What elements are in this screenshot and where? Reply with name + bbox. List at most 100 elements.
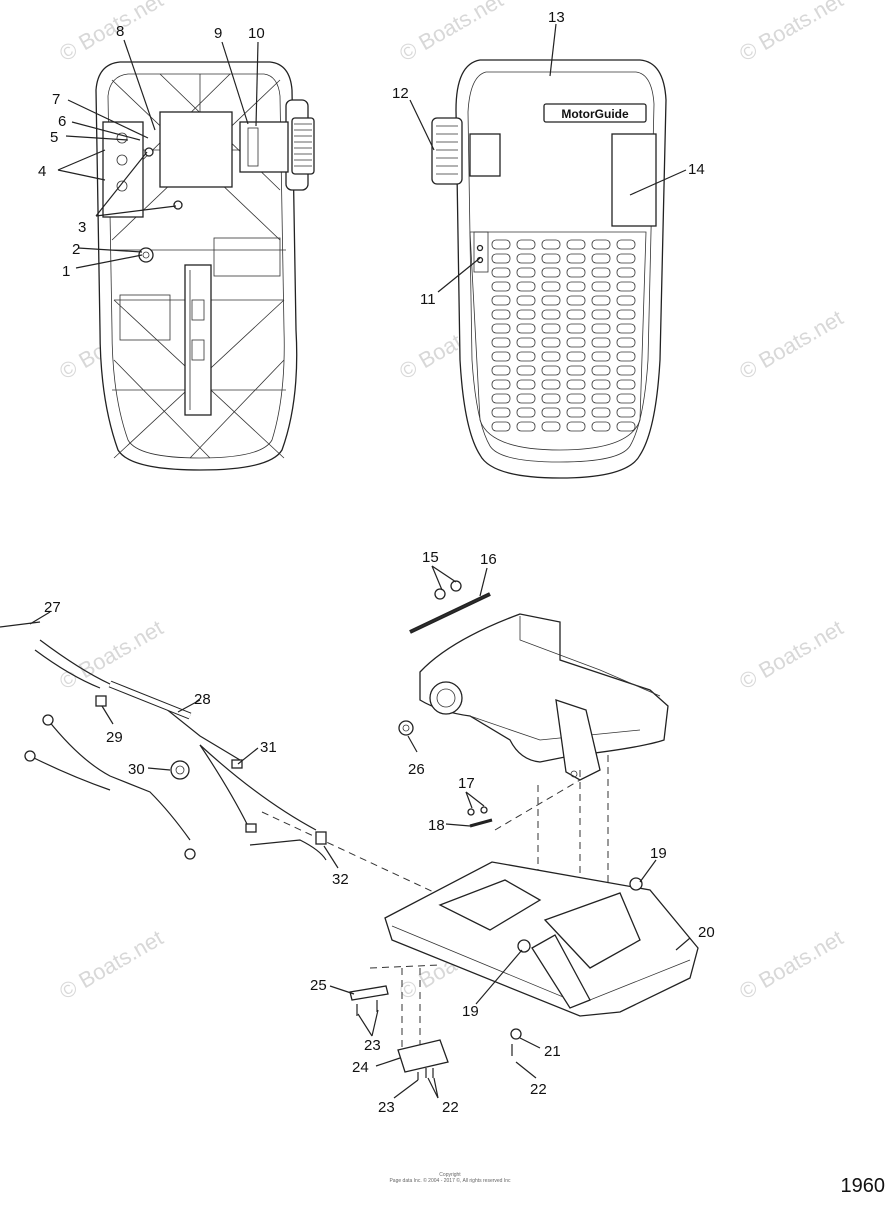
grille-slot bbox=[541, 351, 561, 362]
callout-13: 13 bbox=[548, 9, 565, 26]
grille-slot bbox=[566, 253, 586, 264]
callout-28: 28 bbox=[194, 691, 211, 708]
grille-slot bbox=[591, 281, 611, 292]
callout-27: 27 bbox=[44, 599, 61, 616]
callout-7: 7 bbox=[52, 91, 60, 108]
callout-9: 9 bbox=[214, 25, 222, 42]
grille-slot bbox=[591, 267, 611, 278]
grille-slot bbox=[591, 365, 611, 376]
grille-slot bbox=[491, 309, 511, 320]
grille-slot bbox=[541, 407, 561, 418]
page-number: 1960 bbox=[840, 1175, 886, 1197]
callout-30: 30 bbox=[128, 761, 145, 778]
pedal-assembly-exploded bbox=[0, 580, 699, 1080]
grille-slot bbox=[591, 323, 611, 334]
watermark: © Boats.net bbox=[735, 0, 847, 66]
callout-31: 31 bbox=[260, 739, 277, 756]
grille-slot bbox=[516, 295, 536, 306]
grille-slot bbox=[566, 239, 586, 250]
brand-label: MotorGuide bbox=[561, 107, 629, 121]
grille-slot bbox=[516, 309, 536, 320]
callout-17: 17 bbox=[458, 775, 475, 792]
grille-slot bbox=[566, 295, 586, 306]
watermark: © Boats.net bbox=[55, 0, 167, 66]
grille-slot bbox=[616, 365, 636, 376]
grille-slot bbox=[566, 365, 586, 376]
grille-slot bbox=[516, 267, 536, 278]
grille-slot bbox=[566, 267, 586, 278]
grille-slot bbox=[491, 295, 511, 306]
footer-line-2: Page data Inc. © 2004 - 2017 ©, All righ… bbox=[389, 1178, 511, 1184]
callout-29: 29 bbox=[106, 729, 123, 746]
grille-slot bbox=[566, 309, 586, 320]
callout-19: 19 bbox=[650, 845, 667, 862]
grille-slot bbox=[616, 407, 636, 418]
grille-slot bbox=[516, 281, 536, 292]
grille-slot bbox=[491, 267, 511, 278]
grille-slot bbox=[491, 393, 511, 404]
grille-slot bbox=[566, 337, 586, 348]
grille-slot bbox=[491, 337, 511, 348]
grille-slot bbox=[541, 365, 561, 376]
grille-slot bbox=[516, 323, 536, 334]
callout-22: 22 bbox=[530, 1081, 547, 1098]
grille-slot bbox=[566, 379, 586, 390]
grille-slot bbox=[491, 365, 511, 376]
grille-slot bbox=[541, 337, 561, 348]
callout-5: 5 bbox=[50, 129, 58, 146]
callout-1: 1 bbox=[62, 263, 70, 280]
callout-20: 20 bbox=[698, 924, 715, 941]
grille-slot bbox=[491, 281, 511, 292]
grille-slot bbox=[616, 267, 636, 278]
callout-10: 10 bbox=[248, 25, 265, 42]
grille-slot bbox=[591, 337, 611, 348]
grille-slot bbox=[616, 337, 636, 348]
callout-21: 21 bbox=[544, 1043, 561, 1060]
grille-slot bbox=[516, 365, 536, 376]
callout-23: 23 bbox=[364, 1037, 381, 1054]
callout-23b: 23 bbox=[378, 1099, 395, 1116]
grille-slot bbox=[516, 239, 536, 250]
watermark: © Boats.net bbox=[735, 925, 847, 1004]
grille-slot bbox=[591, 393, 611, 404]
grille-slot bbox=[591, 351, 611, 362]
callout-8: 8 bbox=[116, 23, 124, 40]
grille-slot bbox=[541, 309, 561, 320]
grille-slot bbox=[541, 295, 561, 306]
grille-slot bbox=[616, 309, 636, 320]
grille-slot bbox=[491, 323, 511, 334]
callout-11: 11 bbox=[420, 291, 436, 308]
callout-labels: 1 2 3 4 5 6 7 8 9 10 11 12 13 14 15 16 1… bbox=[38, 9, 715, 1116]
callout-26: 26 bbox=[408, 761, 425, 778]
grille-slot bbox=[566, 393, 586, 404]
callout-6: 6 bbox=[58, 113, 66, 130]
grille-slot bbox=[516, 379, 536, 390]
grille-slot bbox=[616, 351, 636, 362]
grille-slot bbox=[616, 421, 636, 432]
callout-32: 32 bbox=[332, 871, 349, 888]
grille-slot bbox=[591, 239, 611, 250]
callout-18: 18 bbox=[428, 817, 445, 834]
grille-slot bbox=[566, 407, 586, 418]
grille-slot bbox=[591, 379, 611, 390]
grille-slot bbox=[491, 253, 511, 264]
grille-slot bbox=[566, 421, 586, 432]
grille-slot bbox=[616, 323, 636, 334]
grille-slot bbox=[616, 379, 636, 390]
leader-lines bbox=[29, 23, 691, 1099]
grille-slot bbox=[516, 253, 536, 264]
watermark: © Boats.net bbox=[55, 925, 167, 1004]
grille-slot bbox=[591, 407, 611, 418]
grille-slot bbox=[491, 351, 511, 362]
grille-slot bbox=[541, 421, 561, 432]
callout-2: 2 bbox=[72, 241, 80, 258]
grille-slot bbox=[516, 351, 536, 362]
watermark: © Boats.net bbox=[735, 305, 847, 384]
grille-slot bbox=[591, 253, 611, 264]
callout-22b: 22 bbox=[442, 1099, 459, 1116]
callout-3: 3 bbox=[78, 219, 86, 236]
grille-slot bbox=[616, 295, 636, 306]
grille-slot bbox=[591, 295, 611, 306]
pedal-grille bbox=[491, 239, 636, 432]
